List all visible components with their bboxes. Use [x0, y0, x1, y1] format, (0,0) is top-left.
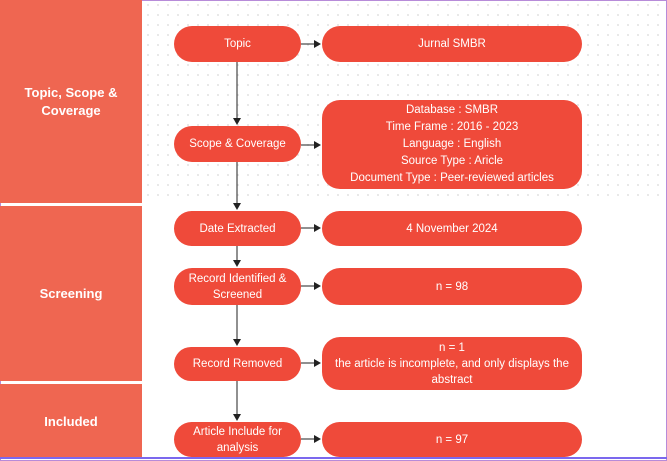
detail-text: n = 97: [435, 433, 469, 446]
section-label: Topic, Scope & Coverage: [24, 84, 118, 118]
detail-topic: Jurnal SMBR: [322, 26, 582, 62]
section-screening: Screening: [0, 206, 142, 381]
step-topic: Topic: [174, 26, 301, 62]
section-label: Screening: [39, 285, 103, 301]
step-label: Scope & Coverage: [189, 138, 286, 150]
step-article-included: Article Include for analysis: [174, 422, 301, 457]
step-label: Record Identified & Screened: [188, 272, 287, 301]
detail-removed-count: n = 1: [439, 341, 465, 354]
detail-source-type: Source Type : Aricle: [400, 155, 504, 167]
detail-included: n = 97: [322, 422, 582, 457]
detail-database: Database : SMBR: [405, 104, 499, 116]
bottom-border: [0, 457, 667, 459]
step-record-identified: Record Identified & Screened: [174, 268, 301, 305]
detail-text: 4 November 2024: [406, 222, 498, 235]
detail-language: Language : English: [402, 138, 502, 150]
step-label: Record Removed: [192, 358, 283, 370]
detail-text: Jurnal SMBR: [418, 38, 486, 50]
step-scope-coverage: Scope & Coverage: [174, 126, 301, 162]
detail-time-frame: Time Frame : 2016 - 2023: [385, 121, 519, 133]
section-label: Included: [44, 413, 98, 429]
detail-text: n = 98: [435, 280, 469, 293]
detail-removed-reason: the article is incomplete, and only disp…: [335, 357, 569, 386]
section-topic-scope-coverage: Topic, Scope & Coverage: [0, 0, 142, 203]
detail-document-type: Document Type : Peer-reviewed articles: [350, 172, 554, 184]
detail-scope: Database : SMBR Time Frame : 2016 - 2023…: [322, 100, 582, 189]
section-included: Included: [0, 384, 142, 459]
detail-date: 4 November 2024: [322, 211, 582, 246]
detail-identified: n = 98: [322, 268, 582, 305]
step-record-removed: Record Removed: [174, 347, 301, 381]
detail-removed: n = 1 the article is incomplete, and onl…: [322, 337, 582, 390]
step-label: Topic: [224, 38, 251, 50]
step-label: Date Extracted: [199, 222, 276, 235]
step-label: Article Include for analysis: [193, 425, 282, 454]
step-date-extracted: Date Extracted: [174, 211, 301, 246]
